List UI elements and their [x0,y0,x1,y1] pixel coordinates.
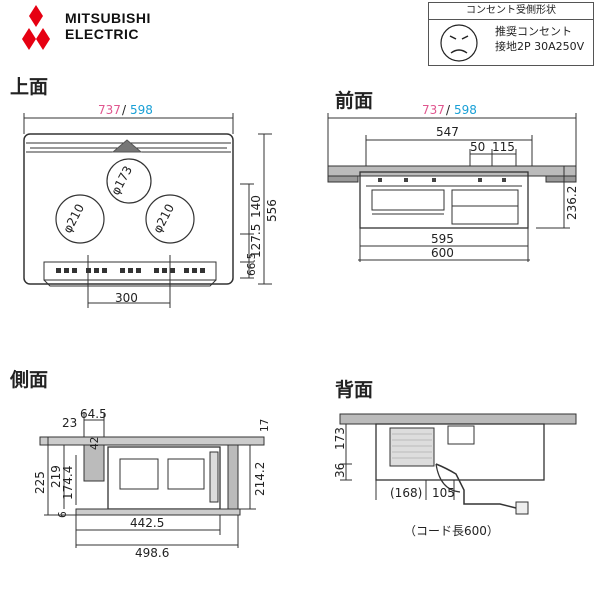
burner-left [55,194,105,244]
top-d140-label: 140 [249,195,263,218]
outlet-face-icon [440,24,478,62]
outlet-line-2: 接地2P 30A250V [495,40,585,53]
side-d23: 23 [62,416,77,430]
back-w105: 105 [432,486,455,500]
back-cord-length: （コード長600） [404,524,499,538]
back-h173: 173 [333,427,347,450]
outlet-shape-box: コンセント受側形状 推奨コンセント 接地2P 30A250V [428,2,594,66]
burner-center-label: φ173 [108,164,135,198]
front-w595: 595 [431,232,454,246]
front-width-sep: / [446,103,451,117]
burner-right [145,194,195,244]
side-view-title: 側面 [10,369,49,391]
front-w50: 50 [470,140,485,154]
outlet-line-1: 推奨コンセント [495,25,572,38]
burner-right-label: φ210 [150,202,177,236]
back-w168: (168) [390,486,422,500]
brand-logo: MITSUBISHI ELECTRIC [10,4,175,54]
front-w115: 115 [492,140,515,154]
side-h1744: 174.4 [61,466,75,500]
front-width-b: 598 [454,103,477,117]
burner-left-label: φ210 [60,202,87,236]
side-d17: 17 [259,419,271,432]
side-h6: 6 [57,511,69,518]
three-diamonds-logo [22,5,50,50]
top-width-b: 598 [130,103,153,117]
front-h2362: 236.2 [565,186,579,220]
front-view-title: 前面 [335,90,374,112]
top-view-title: 上面 [10,76,49,98]
back-h36: 36 [333,463,347,478]
side-w4986: 498.6 [135,546,169,560]
side-w4425: 442.5 [130,516,164,530]
outlet-title: コンセント受側形状 [429,3,593,20]
side-h219: 219 [49,465,63,488]
burner-center [106,158,152,204]
top-depth-label: 556 [265,199,279,222]
back-view-title: 背面 [335,379,374,401]
side-d42: 42 [89,437,101,450]
control-buttons [56,268,205,273]
brand-name: MITSUBISHI ELECTRIC [65,10,151,42]
top-width-sep: / [122,103,127,117]
side-h225: 225 [33,471,47,494]
top-d1275-label: 127.5 [249,224,263,258]
front-w600: 600 [431,246,454,260]
top-d665-label: 66.5 [246,253,258,276]
side-h2142: 214.2 [253,462,267,496]
top-width-a: 737 [98,103,121,117]
front-w547: 547 [436,125,459,139]
side-d645: 64.5 [80,407,107,421]
top-w300-label: 300 [115,291,138,305]
front-width-a: 737 [422,103,445,117]
